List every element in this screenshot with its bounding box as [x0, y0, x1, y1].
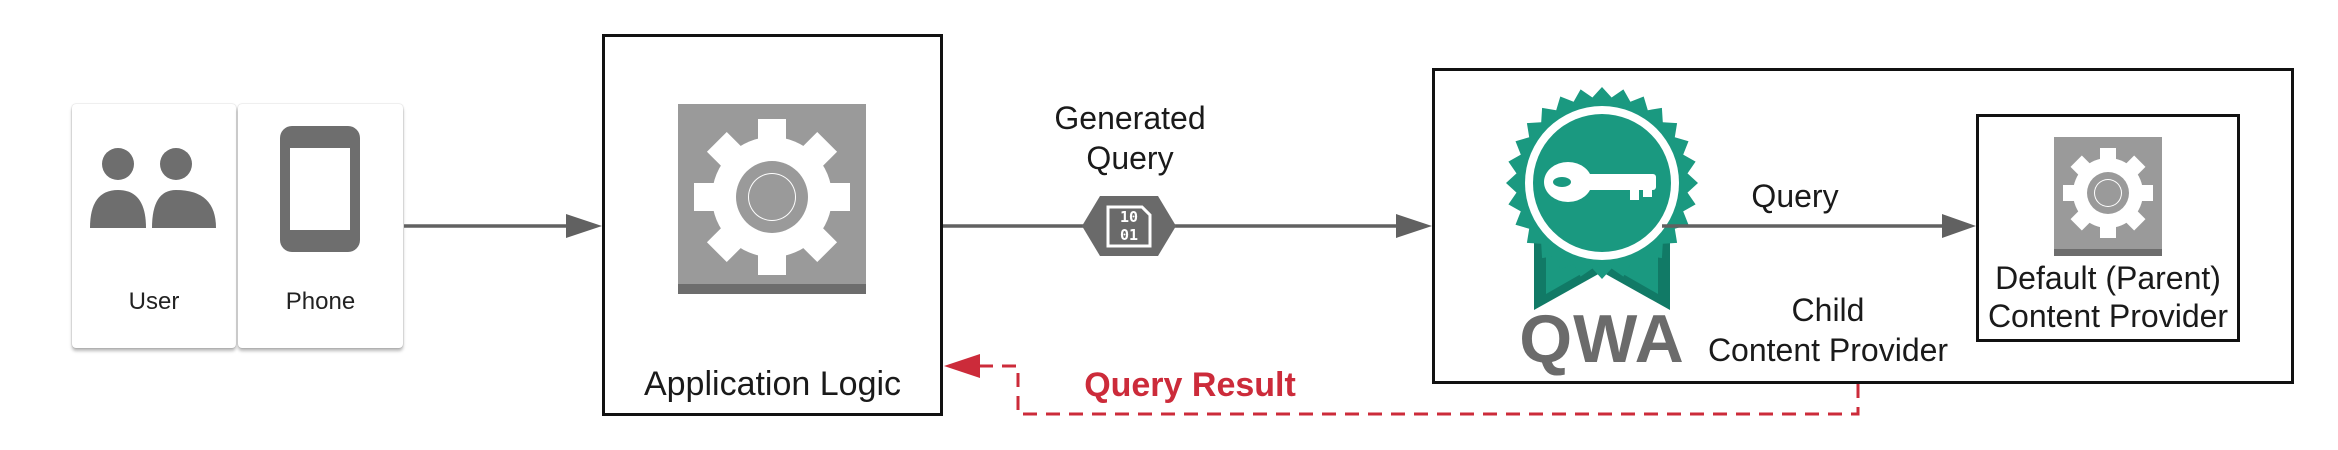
generated-query-label-line2: Query	[1086, 140, 1174, 176]
default-provider-label-line2: Content Provider	[1987, 298, 2229, 334]
binary-badge-top: 10	[1119, 208, 1139, 226]
phone-icon	[280, 126, 360, 252]
phone-label: Phone	[285, 288, 356, 315]
query-label: Query	[1751, 178, 1839, 214]
phone-card: Phone	[238, 104, 403, 348]
application-logic-label: Application Logic	[643, 365, 902, 403]
users-icon	[90, 148, 216, 228]
query-result-arrow	[944, 354, 1860, 416]
child-provider-label-line1: Child	[1791, 292, 1865, 328]
user-card: User	[72, 104, 236, 348]
user-label: User	[128, 288, 180, 315]
qwa-logo-text: QWA	[1519, 301, 1685, 377]
default-provider-label-line1: Default (Parent)	[1995, 260, 2221, 296]
child-provider-label-line2: Content Provider	[1707, 332, 1949, 368]
generated-query-label-line1: Generated	[1054, 100, 1206, 136]
arrow-to-application	[404, 214, 602, 238]
query-arrow	[1662, 214, 1976, 238]
binary-badge-bottom: 01	[1119, 226, 1139, 244]
query-result-label: Query Result	[1084, 366, 1296, 404]
